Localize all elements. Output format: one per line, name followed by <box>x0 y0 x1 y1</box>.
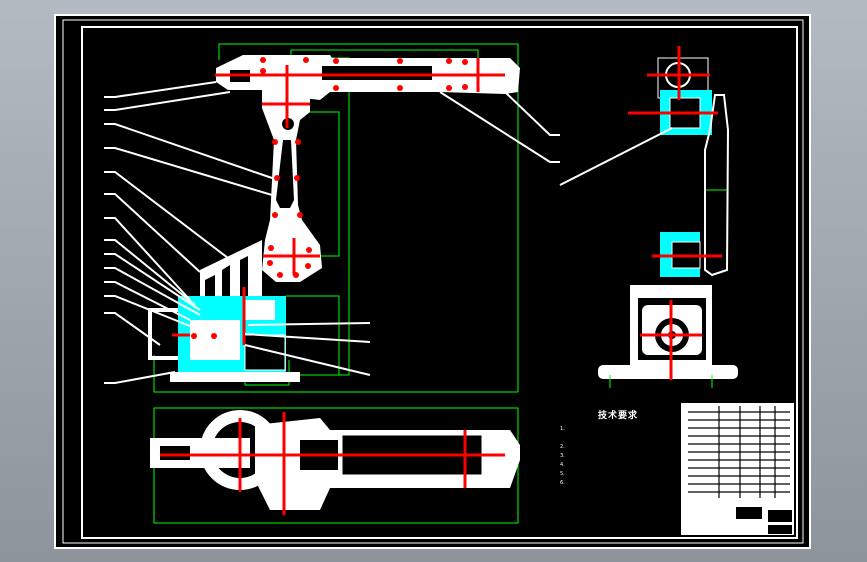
side-view <box>559 46 738 388</box>
note-item: 1. <box>560 426 565 432</box>
top-view <box>150 407 520 524</box>
outer-frame <box>62 19 804 544</box>
note-item: 3. <box>560 453 565 459</box>
bolt-holes <box>191 57 468 339</box>
note-item: 5. <box>560 471 565 477</box>
technical-requirements-title: 技术要求 <box>598 411 639 421</box>
title-block <box>681 403 794 535</box>
inner-frame <box>81 26 798 539</box>
front-view <box>104 43 560 393</box>
note-item: 6. <box>560 480 565 486</box>
note-item: 2. <box>560 444 565 450</box>
note-item: 4. <box>560 462 565 468</box>
